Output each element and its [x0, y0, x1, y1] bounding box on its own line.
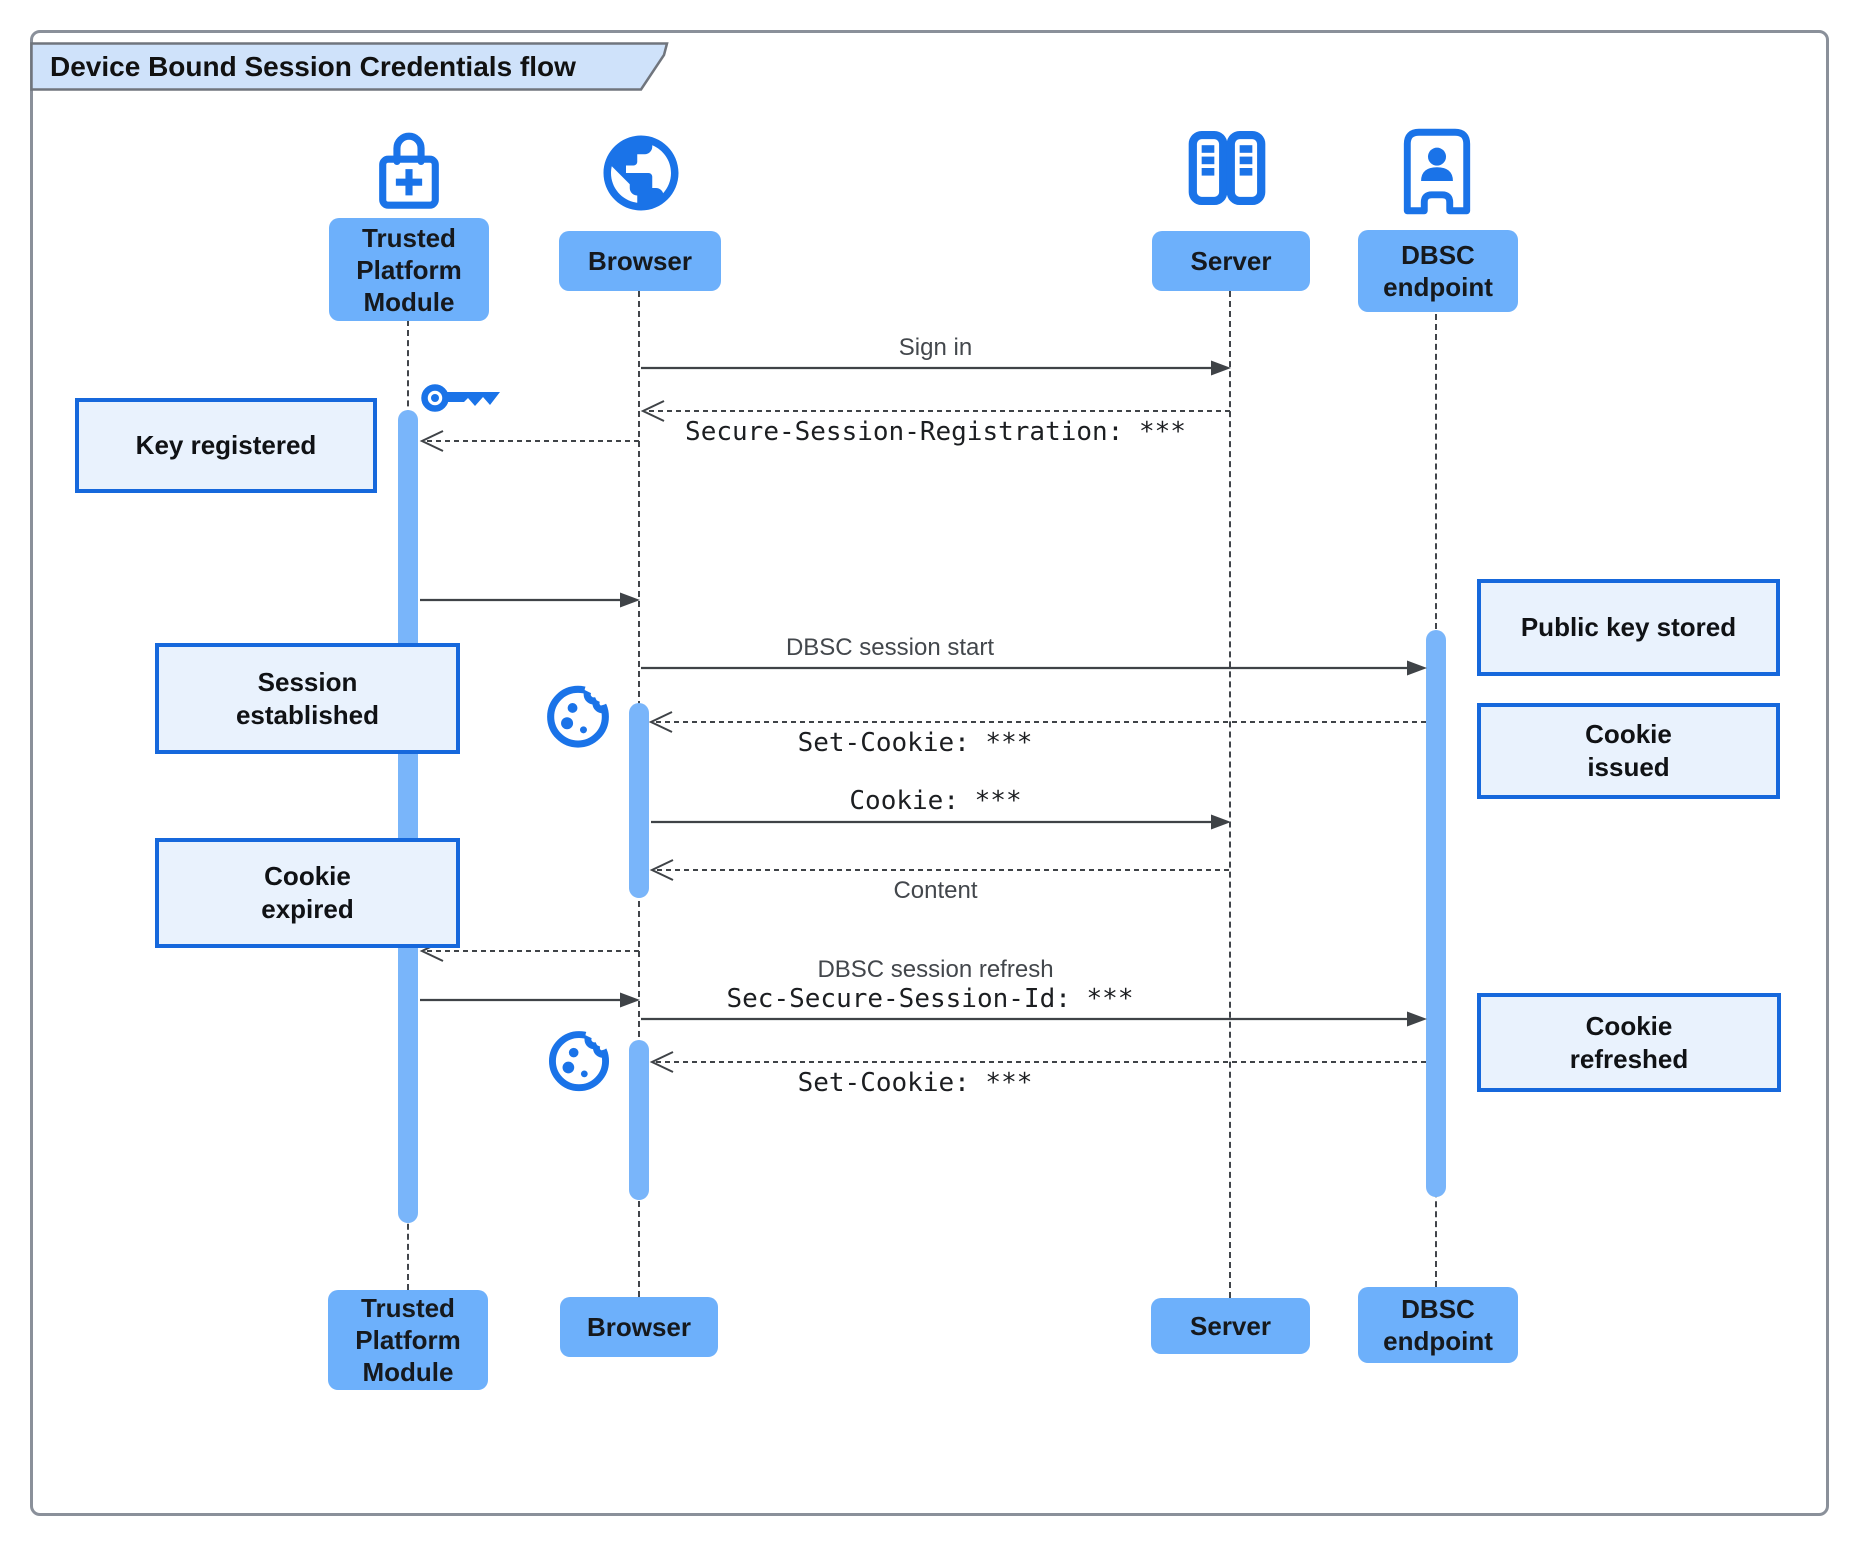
activation-bar-dbsc: [1426, 630, 1446, 1197]
label-set-cookie-2: Set-Cookie: ***: [797, 1068, 1033, 1098]
note-cookie-refreshed: Cookie refreshed: [1477, 993, 1781, 1092]
note-key-registered: Key registered: [75, 398, 377, 493]
cookie-icon-1: [547, 679, 613, 748]
note-cookie-expired: Cookie expired: [155, 838, 460, 948]
activation-bar-browser-2: [629, 1040, 649, 1200]
actor-server-bottom: Server: [1151, 1298, 1310, 1354]
key-icon: [421, 384, 500, 412]
lock-plus-icon: [379, 132, 439, 209]
lifeline-server: [1229, 291, 1231, 1298]
globe-icon: [603, 135, 679, 211]
label-secure-session-registration: Secure-Session-Registration: ***: [685, 417, 1186, 447]
diagram-title: Device Bound Session Credentials flow: [50, 51, 576, 82]
door-person-icon: [1403, 128, 1471, 215]
actor-tpm-bottom: Trusted Platform Module: [328, 1290, 488, 1390]
actor-dbsc-bottom: DBSC endpoint: [1358, 1287, 1518, 1363]
note-cookie-issued: Cookie issued: [1477, 703, 1780, 799]
note-session-established: Session established: [155, 643, 460, 754]
label-sec-secure-session-id: Sec-Secure-Session-Id: ***: [726, 984, 1134, 1014]
activation-bar-tpm: [398, 410, 418, 1223]
label-dbsc-session-refresh: DBSC session refresh: [817, 956, 1054, 983]
label-dbsc-session-start: DBSC session start: [785, 634, 995, 661]
actor-server-top: Server: [1152, 231, 1310, 291]
actor-tpm-top: Trusted Platform Module: [329, 218, 489, 321]
label-content: Content: [893, 877, 978, 904]
cookie-icon-2: [548, 1024, 613, 1092]
note-public-key-stored: Public key stored: [1477, 579, 1780, 676]
actor-browser-top: Browser: [559, 231, 721, 291]
server-rack-icon: [1188, 130, 1266, 206]
diagram-frame: [30, 30, 1829, 1516]
label-cookie: Cookie: ***: [849, 786, 1022, 816]
activation-bar-browser-1: [629, 703, 649, 898]
label-set-cookie-1: Set-Cookie: ***: [797, 728, 1033, 758]
actor-browser-bottom: Browser: [560, 1297, 718, 1357]
title-tab: [30, 42, 669, 91]
actor-dbsc-top: DBSC endpoint: [1358, 230, 1518, 312]
label-sign-in: Sign in: [898, 334, 973, 361]
